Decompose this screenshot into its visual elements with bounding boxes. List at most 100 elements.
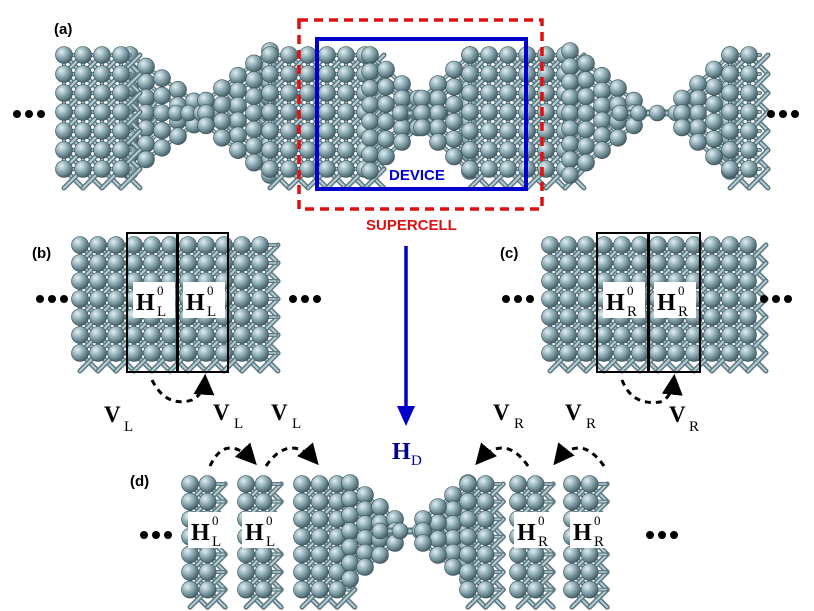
- ellipsis-right-c: [760, 295, 792, 303]
- atom: [459, 492, 477, 511]
- atom: [559, 326, 577, 344]
- atom: [161, 344, 179, 362]
- atom: [459, 563, 477, 581]
- atom: [215, 236, 233, 254]
- v-symbol: V: [565, 400, 582, 425]
- atom: [71, 272, 89, 290]
- atom: [609, 129, 627, 147]
- atom: [181, 563, 199, 581]
- atom: [169, 127, 187, 145]
- atom: [740, 65, 758, 83]
- atom: [673, 118, 691, 137]
- atom: [703, 236, 721, 254]
- h-subscript: R: [538, 534, 548, 550]
- atom: [593, 96, 611, 115]
- atom: [561, 57, 579, 76]
- atom: [93, 84, 111, 102]
- atom: [74, 122, 92, 140]
- atom: [577, 236, 595, 254]
- atom: [361, 62, 379, 81]
- atom: [251, 326, 269, 344]
- h-symbol: H: [606, 290, 625, 316]
- atom: [251, 290, 269, 308]
- label-background: [514, 512, 556, 548]
- atom: [361, 79, 379, 97]
- atom: [107, 326, 125, 344]
- ellipsis-left-d: [140, 531, 172, 539]
- atom: [445, 112, 463, 131]
- atom: [181, 475, 199, 493]
- atom: [237, 580, 255, 599]
- ellipsis-left-b: [36, 295, 68, 303]
- atom: [461, 84, 479, 102]
- atom: [280, 103, 298, 121]
- atom: [89, 254, 107, 272]
- v-symbol: V: [213, 400, 230, 425]
- atom: [55, 141, 73, 159]
- atom: [71, 236, 89, 254]
- atom: [280, 65, 298, 83]
- atom: [461, 65, 479, 83]
- atom: [461, 46, 479, 64]
- atom: [377, 95, 395, 114]
- atom: [537, 103, 555, 121]
- atom: [280, 141, 298, 159]
- atom: [125, 254, 143, 272]
- atom: [198, 475, 217, 493]
- atom: [705, 147, 723, 166]
- atom: [55, 84, 73, 102]
- atom: [577, 120, 595, 139]
- atom: [705, 112, 723, 131]
- v-subscript: R: [586, 416, 596, 432]
- atom: [593, 81, 611, 100]
- atom: [371, 522, 389, 540]
- atom: [341, 554, 359, 572]
- atom: [213, 79, 231, 97]
- atom: [595, 254, 613, 272]
- bond-highlight: [748, 168, 769, 189]
- panel-label-c: (c): [500, 245, 518, 262]
- atom: [595, 236, 613, 254]
- atom: [613, 236, 631, 254]
- atom: [561, 135, 579, 153]
- atom: [245, 87, 263, 106]
- atom: [537, 84, 555, 102]
- coupling-arrow-d4: [553, 442, 606, 467]
- atom: [429, 546, 447, 564]
- atom: [161, 326, 179, 344]
- atom: [459, 580, 477, 599]
- atom: [703, 308, 721, 326]
- h-symbol: H: [573, 520, 592, 546]
- atom: [179, 254, 197, 272]
- h-superscript: 0: [627, 283, 634, 298]
- atom: [107, 236, 125, 254]
- atom: [526, 563, 545, 581]
- atom: [703, 254, 721, 272]
- atom: [341, 570, 359, 588]
- atom: [55, 65, 73, 83]
- atom: [667, 344, 685, 362]
- atom: [337, 84, 355, 102]
- atom: [112, 141, 130, 159]
- atom: [593, 141, 611, 159]
- atom: [341, 522, 359, 540]
- h-left-label-b2: H 0 L: [183, 282, 225, 320]
- v-subscript: L: [234, 416, 243, 432]
- atom: [393, 133, 411, 151]
- atom: [293, 475, 311, 493]
- atom: [499, 84, 517, 102]
- atom: [526, 580, 545, 599]
- atom: [310, 527, 329, 546]
- atom: [143, 344, 161, 362]
- atom: [541, 290, 559, 308]
- atom: [71, 308, 89, 326]
- atom: [377, 78, 395, 96]
- bond-highlight: [206, 588, 227, 609]
- atom: [721, 141, 739, 159]
- atom: [721, 46, 739, 64]
- atom: [337, 122, 355, 140]
- atom: [153, 121, 171, 140]
- supercell-label: SUPERCELL: [366, 217, 457, 234]
